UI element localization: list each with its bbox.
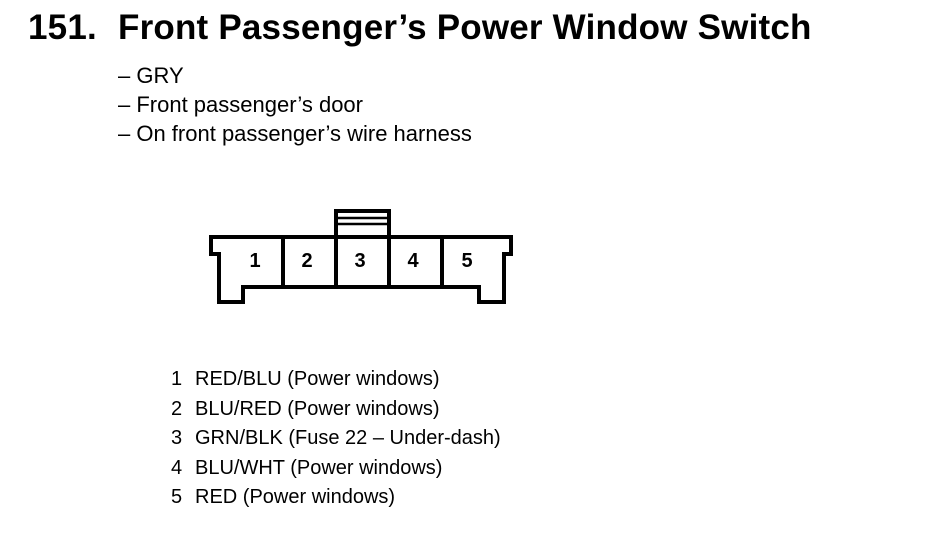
pin-number: 2 — [171, 397, 183, 420]
connector-info-list: – GRY – Front passenger’s door – On fron… — [118, 61, 472, 148]
pin-row: 4 BLU/WHT (Power windows) — [171, 454, 501, 484]
pin-number: 1 — [171, 368, 183, 390]
pin-description: BLU/WHT (Power windows) — [195, 456, 443, 479]
pin-label-2: 2 — [301, 250, 312, 272]
pin-list: 1 RED/BLU (Power windows) 2 BLU/RED (Power… — [171, 365, 501, 513]
pin-label-4: 4 — [407, 250, 419, 272]
page-title: 151. Front Passenger’s Power Window Switc… — [28, 8, 812, 48]
pin-label-5: 5 — [461, 250, 472, 272]
component-name: Front Passenger’s Power Window Switch — [118, 8, 812, 47]
connector-location: – Front passenger’s door — [118, 92, 363, 117]
pin-description: GRN/BLK (Fuse 22 – Under-dash) — [195, 427, 501, 449]
connector-housing — [209, 235, 513, 304]
pin-label-3: 3 — [354, 250, 365, 272]
pin-description: RED/BLU (Power windows) — [195, 368, 440, 390]
connector-harness: – On front passenger’s wire harness — [118, 121, 472, 146]
component-number: 151. — [28, 8, 97, 47]
connector-color: – GRY — [118, 63, 184, 88]
pin-description: BLU/RED (Power windows) — [195, 397, 440, 420]
pin-number: 5 — [171, 486, 183, 508]
pin-label-1: 1 — [249, 250, 260, 272]
pin-row: 3 GRN/BLK (Fuse 22 – Under-dash) — [171, 424, 501, 454]
pin-row: 2 BLU/RED (Power windows) — [171, 395, 501, 425]
pin-number: 4 — [171, 456, 183, 479]
pin-number: 3 — [171, 427, 183, 449]
pin-row: 5 RED (Power windows) — [171, 483, 501, 513]
pin-description: RED (Power windows) — [195, 486, 396, 508]
pin-row: 1 RED/BLU (Power windows) — [171, 365, 501, 395]
